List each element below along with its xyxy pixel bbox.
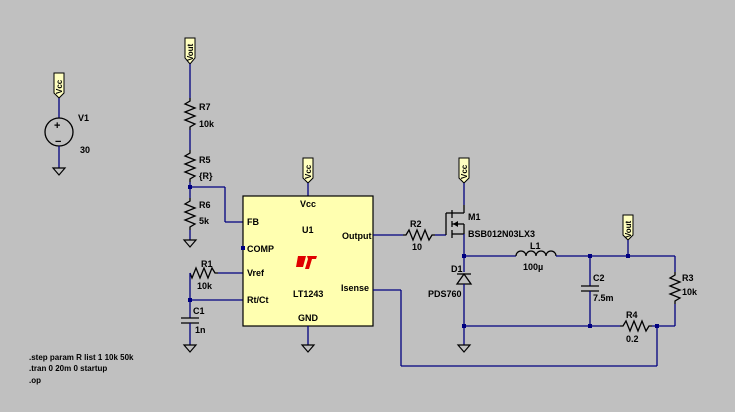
- r1-name: R1: [201, 259, 213, 269]
- svg-text:−: −: [55, 136, 61, 148]
- c1-name: C1: [193, 306, 205, 316]
- net-label-vcc-v1: Vcc: [55, 79, 64, 94]
- r7-value: 10k: [199, 119, 215, 129]
- v1-value: 30: [80, 145, 90, 155]
- resistor-r6[interactable]: [183, 198, 197, 230]
- r6-value: 5k: [199, 216, 210, 226]
- r5-name: R5: [199, 155, 211, 165]
- pin-isense: Isense: [341, 283, 369, 293]
- pin-rtct: Rt/Ct: [247, 295, 269, 305]
- capacitor-c1[interactable]: [181, 317, 199, 324]
- net-label-vcc-u1: Vcc: [304, 164, 313, 179]
- ground-icon: [51, 167, 67, 176]
- linear-tech-logo: [296, 256, 317, 269]
- d1-name: D1: [451, 264, 463, 274]
- r2-name: R2: [410, 219, 422, 229]
- l1-name: L1: [530, 241, 541, 251]
- r4-value: 0.2: [626, 334, 639, 344]
- r7-name: R7: [199, 102, 211, 112]
- r4-name: R4: [626, 310, 638, 320]
- svg-text:+: +: [54, 120, 60, 132]
- r2-value: 10: [412, 242, 422, 252]
- l1-value: 100µ: [523, 262, 543, 272]
- m1-value: BSB012N03LX3: [468, 229, 535, 239]
- resistor-r5[interactable]: [183, 150, 197, 182]
- diode-d1[interactable]: [455, 272, 473, 285]
- resistor-r1[interactable]: [189, 266, 218, 280]
- pin-vref: Vref: [247, 268, 265, 278]
- m1-name: M1: [468, 212, 481, 222]
- spice-directive-op[interactable]: .op: [29, 376, 41, 385]
- ground-icon: [300, 344, 316, 353]
- v1-name: V1: [78, 113, 89, 123]
- ic-name: U1: [302, 225, 314, 235]
- c2-name: C2: [593, 273, 605, 283]
- r3-name: R3: [682, 273, 694, 283]
- ground-icon: [182, 344, 198, 353]
- net-flag-vcc-v1[interactable]: Vcc: [53, 72, 65, 99]
- ic-u1[interactable]: [241, 183, 374, 353]
- r3-value: 10k: [682, 287, 698, 297]
- inductor-l1[interactable]: [515, 250, 557, 257]
- c1-value: 1n: [195, 325, 206, 335]
- net-label-vout-top: Vout: [186, 43, 195, 61]
- net-label-vcc-m1: Vcc: [460, 164, 469, 179]
- net-label-vout-right: Vout: [624, 220, 633, 238]
- pin-gnd: GND: [298, 313, 319, 323]
- resistor-r3[interactable]: [668, 272, 682, 304]
- pin-comp: COMP: [247, 244, 274, 254]
- pin-vcc: Vcc: [300, 199, 316, 209]
- pin-fb: FB: [247, 217, 259, 227]
- net-flag-vout-right[interactable]: Vout: [622, 214, 634, 241]
- ground-icon: [456, 344, 472, 353]
- ic-part: LT1243: [293, 289, 323, 299]
- mosfet-m1[interactable]: [445, 205, 465, 238]
- d1-value: PDS760: [428, 289, 462, 299]
- resistor-r4[interactable]: [620, 319, 652, 333]
- c2-value: 7.5m: [593, 293, 614, 303]
- ground-icon: [182, 239, 198, 248]
- spice-directive-tran[interactable]: .tran 0 20m 0 startup: [29, 364, 107, 373]
- net-flag-vout-top[interactable]: Vout: [184, 37, 196, 65]
- voltage-source-v1[interactable]: + −: [44, 98, 74, 176]
- resistor-r2[interactable]: [403, 228, 435, 242]
- resistor-r7[interactable]: [183, 98, 197, 130]
- net-flag-vcc-u1[interactable]: Vcc: [302, 157, 314, 184]
- spice-directive-step[interactable]: .step param R list 1 10k 50k: [29, 353, 134, 362]
- pin-output: Output: [342, 231, 372, 241]
- r6-name: R6: [199, 200, 211, 210]
- net-flag-vcc-m1[interactable]: Vcc: [458, 157, 470, 184]
- capacitor-c2[interactable]: [581, 285, 599, 292]
- r5-value: {R}: [199, 171, 213, 181]
- r1-value: 10k: [197, 281, 213, 291]
